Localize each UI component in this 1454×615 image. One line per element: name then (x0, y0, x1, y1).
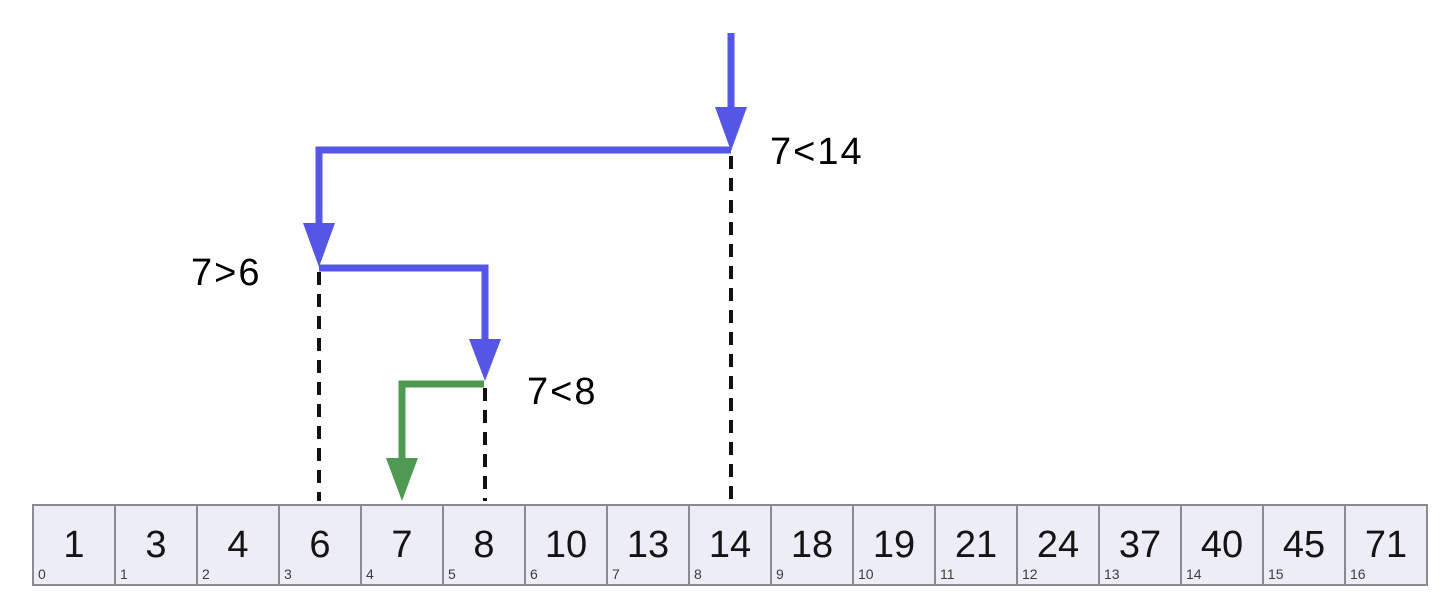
cell-index: 7 (612, 566, 620, 582)
cell-index: 12 (1022, 566, 1038, 582)
arrow-found-line (398, 380, 484, 462)
arrow-step3-head-icon (469, 339, 501, 381)
arrow-found-head-icon (386, 458, 418, 501)
array-cell: 18 9 (770, 506, 852, 584)
cell-index: 5 (448, 566, 456, 582)
cell-index: 1 (120, 566, 128, 582)
cell-index: 9 (776, 566, 784, 582)
cell-index: 13 (1104, 566, 1120, 582)
arrow-step1-head-icon (715, 107, 747, 151)
cell-value: 1 (63, 523, 85, 566)
cell-index: 4 (366, 566, 374, 582)
cell-index: 10 (858, 566, 874, 582)
cell-value: 4 (227, 523, 249, 566)
cell-index: 14 (1186, 566, 1202, 582)
cell-index: 8 (694, 566, 702, 582)
cell-index: 15 (1268, 566, 1284, 582)
array-cell: 14 8 (688, 506, 770, 584)
cell-value: 21 (954, 523, 998, 566)
cell-value: 14 (708, 523, 752, 566)
cell-value: 40 (1200, 523, 1244, 566)
comparison-label-step1: 7<14 (770, 131, 864, 173)
arrow-step3-line (319, 264, 489, 344)
cell-value: 6 (309, 523, 331, 566)
comparison-label-step2: 7>6 (191, 252, 262, 294)
cell-value: 37 (1118, 523, 1162, 566)
array-cell: 13 7 (606, 506, 688, 584)
cell-index: 3 (284, 566, 292, 582)
arrow-step2-head-icon (303, 223, 335, 267)
cell-value: 71 (1364, 523, 1408, 566)
cell-value: 10 (544, 523, 588, 566)
cell-value: 45 (1282, 523, 1326, 566)
cell-value: 8 (473, 523, 495, 566)
cell-value: 7 (391, 523, 413, 566)
cell-index: 0 (38, 566, 46, 582)
cell-index: 16 (1350, 566, 1366, 582)
cell-index: 11 (940, 566, 955, 582)
arrow-step2-line (315, 146, 731, 228)
cell-index: 6 (530, 566, 538, 582)
cell-index: 2 (202, 566, 210, 582)
comparison-label-step3: 7<8 (527, 371, 598, 413)
cell-value: 19 (872, 523, 916, 566)
cell-value: 24 (1036, 523, 1080, 566)
array-cell: 10 6 (524, 506, 606, 584)
cell-value: 13 (626, 523, 670, 566)
cell-value: 3 (145, 523, 167, 566)
cell-value: 18 (790, 523, 834, 566)
